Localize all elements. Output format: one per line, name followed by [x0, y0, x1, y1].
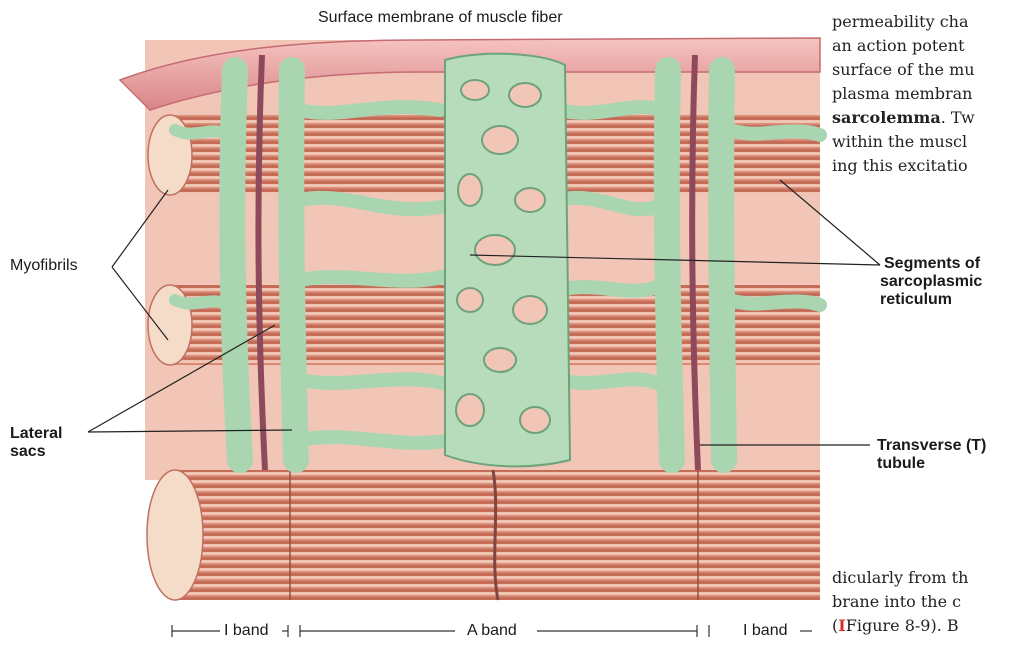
body-line: ing this excitatio [832, 154, 1030, 178]
label-a-band: A band [467, 621, 517, 641]
body-line: sarcolemma. Tw [832, 106, 1030, 130]
label-myofibrils: Myofibrils [10, 256, 78, 276]
figure-marker-icon: I [838, 616, 845, 635]
body-line: brane into the c [832, 590, 1030, 614]
body-text-upper: permeability cha an action potent surfac… [832, 10, 1030, 178]
label-lateral-sacs-line2: sacs [10, 442, 46, 462]
body-text-lower: dicularly from th brane into the c (IFig… [832, 566, 1030, 638]
label-i-band-right: I band [743, 621, 787, 641]
label-sr-line3: reticulum [880, 290, 952, 310]
label-t-tubule-line1: Transverse (T) [877, 436, 986, 456]
body-line: permeability cha [832, 10, 1030, 34]
lower-myofibril [147, 470, 820, 600]
body-line: an action potent [832, 34, 1030, 58]
body-line: plasma membran [832, 82, 1030, 106]
myofibril-end-bottom [147, 470, 203, 600]
label-sr-line1: Segments of [884, 254, 980, 274]
label-lateral-sacs-line1: Lateral [10, 424, 62, 444]
body-line: dicularly from th [832, 566, 1030, 590]
term-sarcolemma: sarcolemma [832, 108, 941, 127]
body-line: (IFigure 8-9). B [832, 614, 1030, 638]
label-i-band-left: I band [224, 621, 268, 641]
body-line: within the muscl [832, 130, 1030, 154]
label-t-tubule-line2: tubule [877, 454, 925, 474]
fenestrated-collar [445, 54, 570, 467]
figure-title: Surface membrane of muscle fiber [318, 8, 563, 28]
label-sr-line2: sarcoplasmic [880, 272, 982, 292]
body-line: surface of the mu [832, 58, 1030, 82]
figure-link[interactable]: Figure 8-9). B [846, 616, 959, 635]
